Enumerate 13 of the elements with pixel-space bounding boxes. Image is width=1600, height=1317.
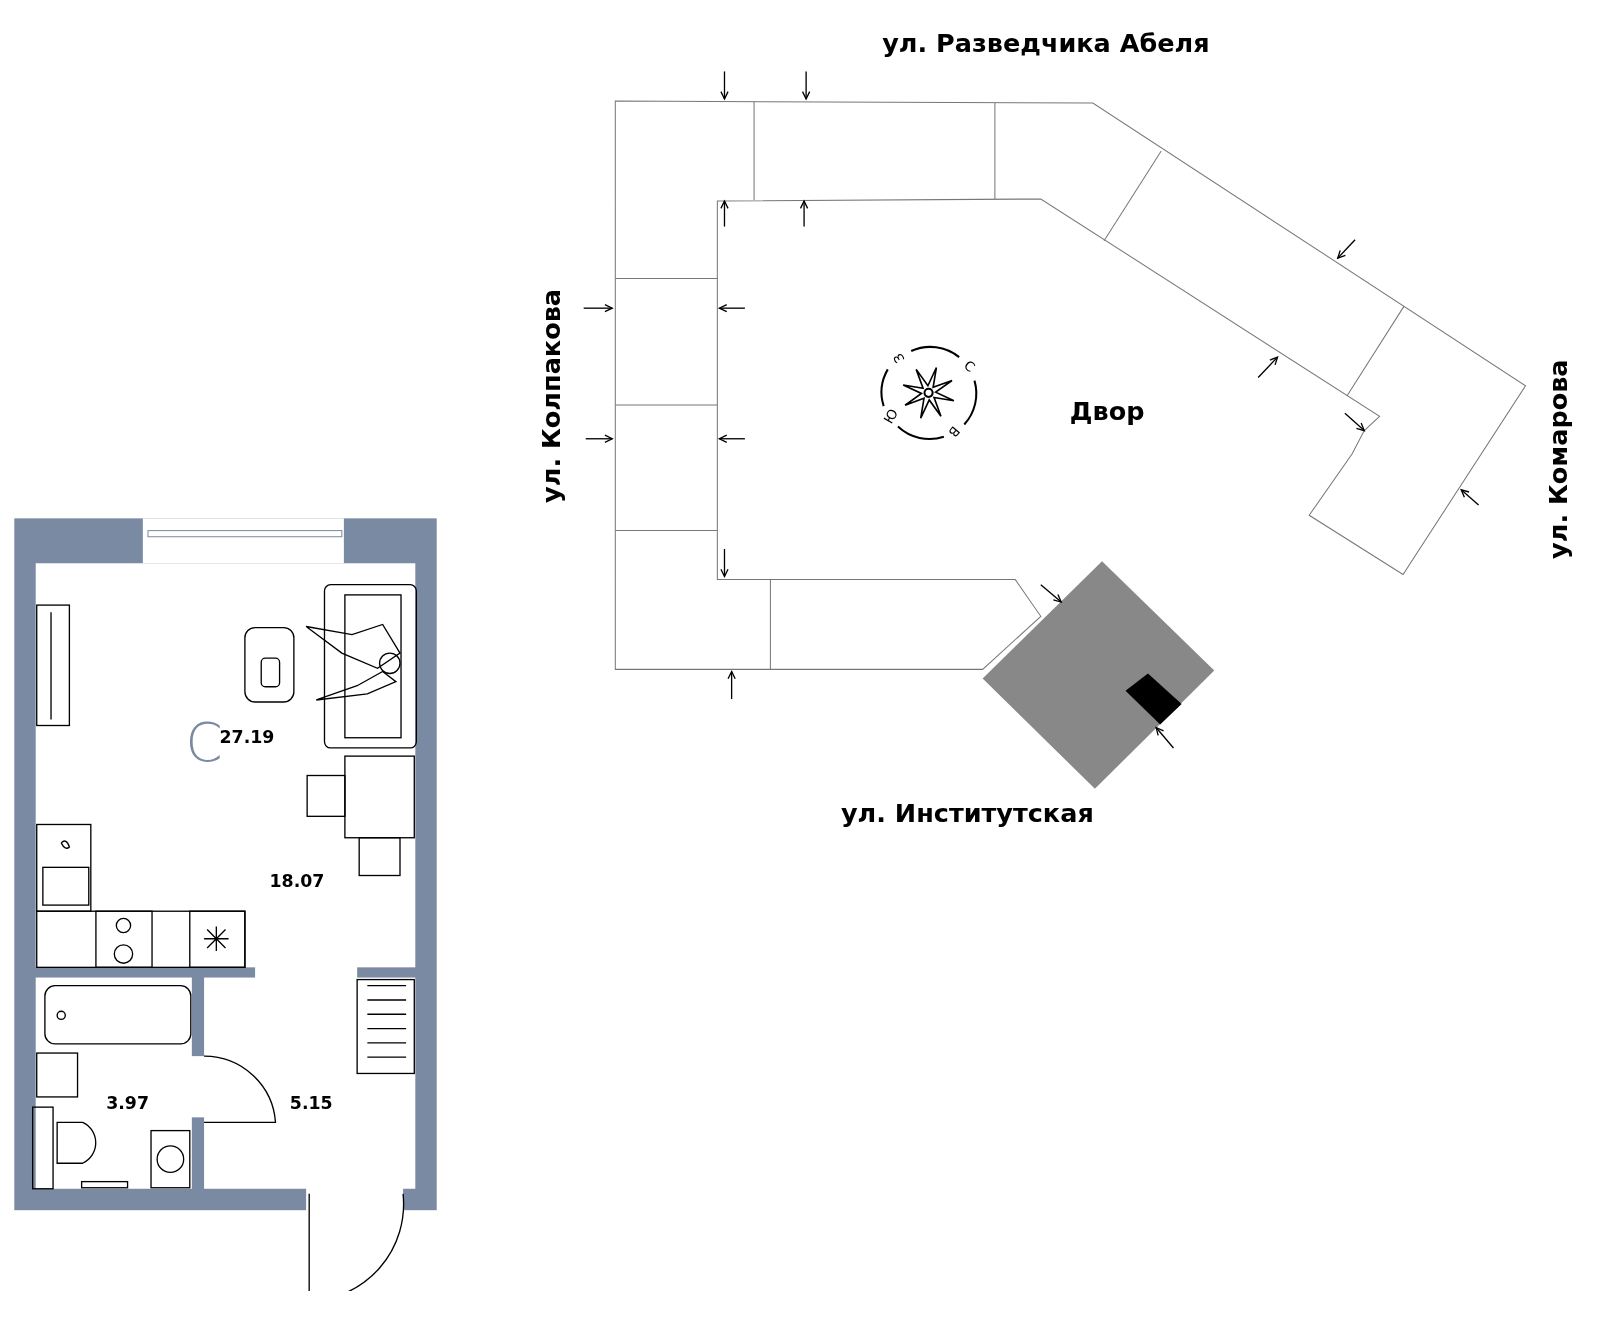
street-name: ул. Колпакова xyxy=(538,288,564,503)
street-name: ул. Институтская xyxy=(840,800,1094,826)
compass-letter: З xyxy=(891,351,907,366)
area-value: 3.97 xyxy=(106,1094,149,1112)
compass-letter: В xyxy=(946,423,963,440)
area-value: 27.19 xyxy=(219,729,275,747)
compass-letter: Ю xyxy=(881,406,901,426)
area-value: 5.15 xyxy=(289,1094,333,1112)
area-value: 18.07 xyxy=(269,872,325,891)
street-name: ул. Комарова xyxy=(1545,359,1571,559)
compass-letter: С xyxy=(961,358,978,375)
courtyard-label: Двор xyxy=(1069,398,1145,424)
street-name: ул. Разведчика Абеля xyxy=(882,30,1210,56)
